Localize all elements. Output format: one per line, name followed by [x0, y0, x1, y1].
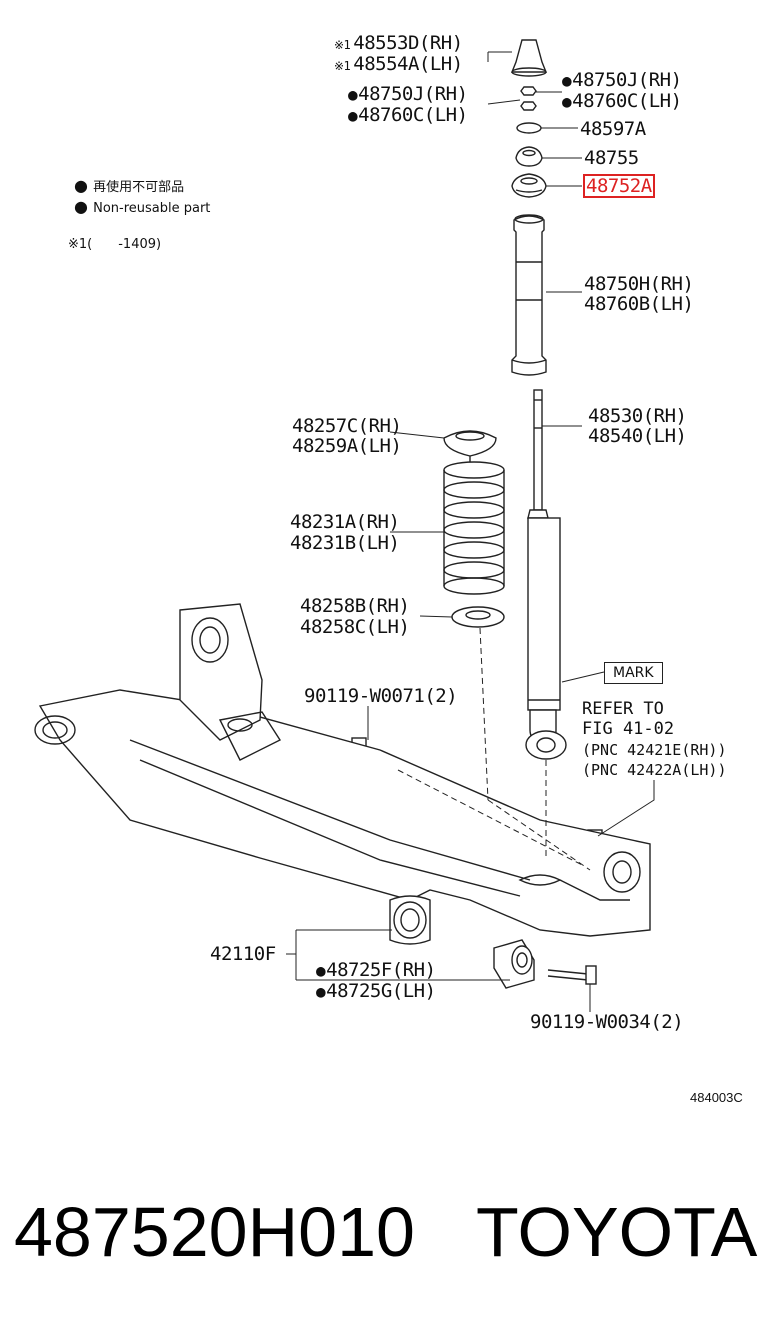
- footer-part-number: 487520H010: [14, 1193, 415, 1271]
- label-48259A[interactable]: 48259A(LH): [292, 435, 402, 457]
- label-48760B[interactable]: 48760B(LH): [584, 293, 694, 315]
- refer-line-2[interactable]: FIG 41-02: [582, 719, 675, 739]
- refer-line-1: REFER TO: [582, 699, 664, 719]
- part-number: 48760C(LH): [358, 104, 468, 126]
- label-48540[interactable]: 48540(LH): [588, 425, 687, 447]
- mark-callout: MARK: [604, 662, 663, 684]
- note-mark: ※1: [334, 38, 351, 52]
- note-mark: ※1: [68, 237, 88, 252]
- part-number: 48760C(LH): [572, 90, 682, 112]
- label-48750J-right[interactable]: 48750J(RH): [562, 69, 682, 91]
- label-90119-W0034[interactable]: 90119-W0034(2): [530, 1011, 684, 1033]
- dashed-lines: [397, 627, 591, 871]
- label-48725G[interactable]: 48725G(LH): [316, 980, 436, 1002]
- label-48760C-left[interactable]: 48760C(LH): [348, 104, 468, 126]
- legend-text-jp: 再使用不可部品: [93, 180, 185, 195]
- label-90119-W0071[interactable]: 90119-W0071(2): [304, 685, 458, 707]
- label-48750H[interactable]: 48750H(RH): [584, 273, 694, 295]
- legend-note: ※1( -1409): [68, 233, 161, 252]
- bullet-icon: [562, 69, 572, 91]
- note-text: ( -1409): [87, 237, 162, 252]
- label-48755[interactable]: 48755: [584, 147, 639, 169]
- label-48725F[interactable]: 48725F(RH): [316, 959, 436, 981]
- bullet-icon: [74, 201, 89, 216]
- nut-part: [520, 86, 537, 96]
- bushing: [493, 939, 535, 989]
- legend-text-en: Non-reusable part: [93, 201, 211, 216]
- label-48258C[interactable]: 48258C(LH): [300, 616, 410, 638]
- legend-nonreusable-jp: 再使用不可部品: [74, 176, 184, 195]
- shock-absorber: [525, 389, 567, 760]
- part-number: 48554A(LH): [353, 53, 463, 75]
- bump-stopper-cap: [510, 39, 548, 77]
- label-48231B[interactable]: 48231B(LH): [290, 532, 400, 554]
- suspension-support: [511, 173, 547, 198]
- refer-line-3: (PNC 42421E(RH)): [582, 741, 727, 759]
- label-48750J-left[interactable]: 48750J(RH): [348, 83, 468, 105]
- label-48597A[interactable]: 48597A: [580, 118, 646, 140]
- legend-nonreusable-en: Non-reusable part: [74, 197, 210, 216]
- nut-part-2: [520, 101, 537, 111]
- bullet-icon: [316, 959, 326, 981]
- part-number: 48750J(RH): [572, 69, 682, 91]
- part-number: 48725F(RH): [326, 959, 436, 981]
- dust-boot: [511, 214, 547, 376]
- bullet-icon: [348, 83, 358, 105]
- leader-lines: [286, 51, 655, 1012]
- label-48760C-right[interactable]: 48760C(LH): [562, 90, 682, 112]
- label-48530[interactable]: 48530(RH): [588, 405, 687, 427]
- bullet-icon: [348, 104, 358, 126]
- note-mark: ※1: [334, 59, 351, 73]
- washer: [516, 122, 542, 134]
- part-number: 48750J(RH): [358, 83, 468, 105]
- rear-axle-beam: [34, 603, 651, 945]
- diagram-code: 484003C: [690, 1090, 743, 1105]
- label-48258B[interactable]: 48258B(RH): [300, 595, 410, 617]
- coil-spring: [443, 461, 505, 595]
- refer-line-4: (PNC 42422A(LH)): [582, 761, 727, 779]
- lower-spring-seat: [451, 606, 505, 628]
- part-number: 48725G(LH): [326, 980, 436, 1002]
- upper-spring-seat: [443, 430, 497, 462]
- footer-brand: TOYOTA: [476, 1193, 758, 1271]
- bolt-lower: [547, 965, 597, 985]
- label-48257C[interactable]: 48257C(RH): [292, 415, 402, 437]
- retainer: [515, 146, 543, 167]
- label-48752A-highlighted[interactable]: 48752A: [583, 174, 655, 198]
- part-number: 48553D(RH): [353, 32, 463, 54]
- label-42110F[interactable]: 42110F: [210, 943, 276, 965]
- bullet-icon: [562, 90, 572, 112]
- label-48231A[interactable]: 48231A(RH): [290, 511, 400, 533]
- bullet-icon: [74, 180, 89, 195]
- bullet-icon: [316, 980, 326, 1002]
